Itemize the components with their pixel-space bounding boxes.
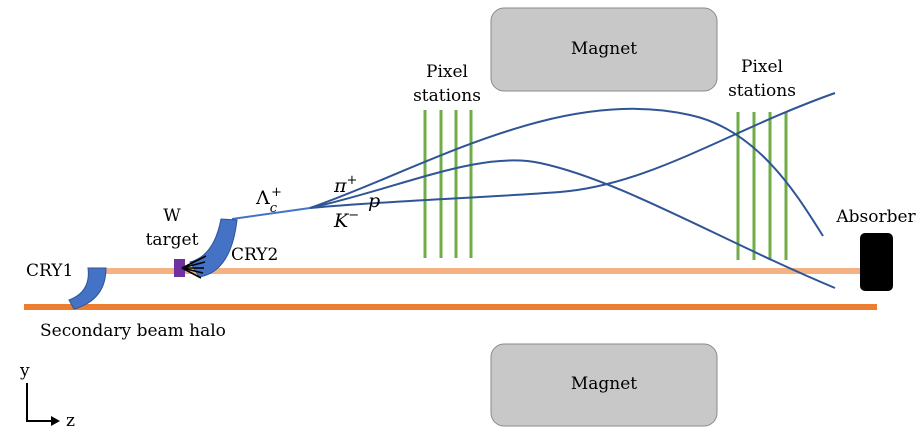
pixel-stations-1-label-line2: stations <box>413 86 481 106</box>
target-spray <box>181 255 207 279</box>
cry1-crystal <box>68 267 107 310</box>
proton-label: p <box>368 190 380 212</box>
axis-z-label: z <box>66 411 75 431</box>
axes-indicator: y z <box>19 361 75 431</box>
kaon-label: K− <box>333 208 359 232</box>
pixel-stations-downstream <box>736 112 788 260</box>
absorber <box>860 233 893 291</box>
track-lambda-c <box>231 207 311 220</box>
pixel-stations-upstream <box>423 110 473 258</box>
pixel-stations-2-label-line2: stations <box>728 81 796 101</box>
magnet-top-label: Magnet <box>571 39 637 59</box>
w-target-label-line2: target <box>146 230 199 250</box>
w-target <box>174 259 185 277</box>
pixel-stations-1-label-line1: Pixel <box>426 62 468 82</box>
magnet-bottom <box>490 343 718 427</box>
magnet-top <box>490 7 718 92</box>
cry1-label: CRY1 <box>26 261 73 281</box>
axis-y-label: y <box>19 361 30 381</box>
particle-tracks <box>231 92 836 289</box>
pixel-stations-2-label-line1: Pixel <box>741 57 783 77</box>
w-target-label-line1: W <box>163 206 181 226</box>
cry2-label: CRY2 <box>231 245 278 265</box>
halo-label: Secondary beam halo <box>40 321 226 341</box>
absorber-label: Absorber <box>835 207 916 227</box>
magnet-bottom-label: Magnet <box>571 374 637 394</box>
pion-label: π+ <box>333 173 357 197</box>
track-proton <box>309 92 836 209</box>
track-pion <box>309 107 824 237</box>
lambda-c-label: Λc+ <box>255 185 282 216</box>
track-kaon <box>309 159 836 289</box>
